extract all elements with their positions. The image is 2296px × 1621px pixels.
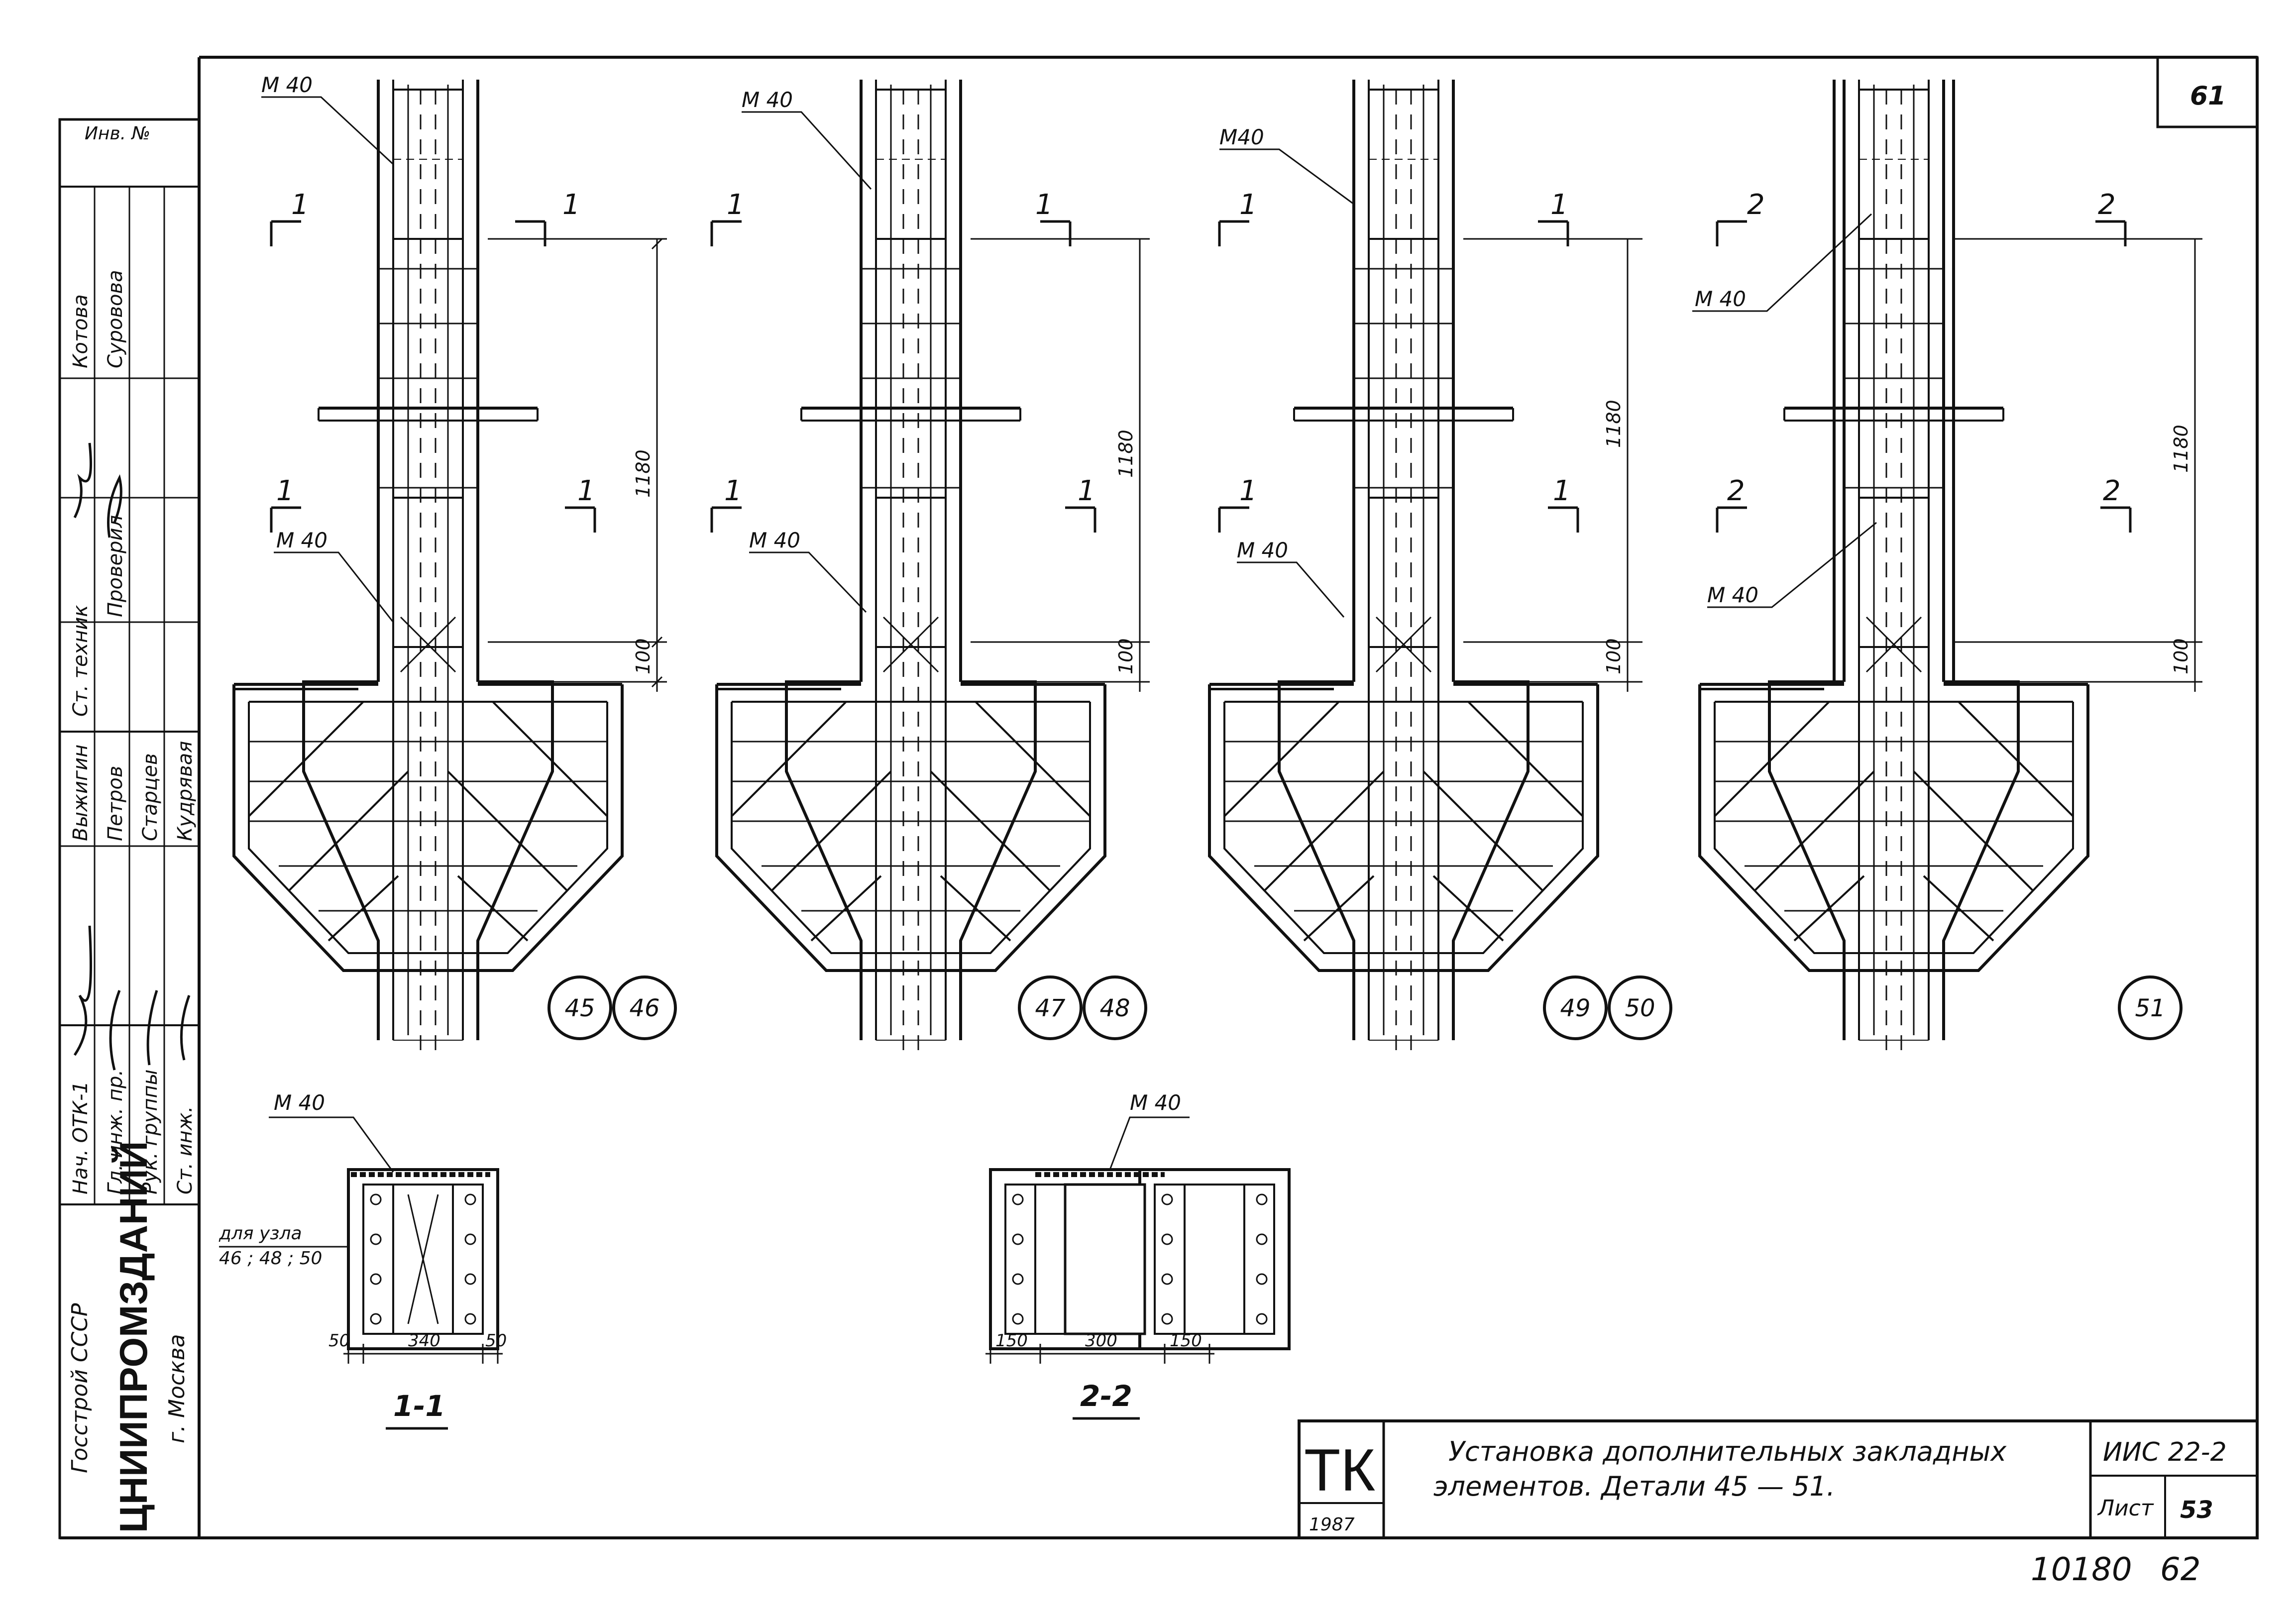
stamp-name-startsev: Старцев xyxy=(139,753,162,841)
drawing-title-line1: Установка дополнительных закладных xyxy=(1448,1436,2007,1467)
section-marker-labels: 1 1 1 1 1 1 1 1 1 1 1 1 2 2 2 2 xyxy=(276,189,2121,507)
embed-label: М 40 xyxy=(749,528,800,552)
detail-45-46 xyxy=(234,80,622,1050)
section-1-dim-50: 50 xyxy=(328,1331,350,1351)
detail-47: 47 xyxy=(1035,994,1066,1022)
sheet-number: 53 xyxy=(2180,1496,2213,1524)
stamp-name-petrov: Петров xyxy=(104,766,127,841)
dim-100: 100 xyxy=(632,638,654,674)
stamp-name-kudryavaya: Кудрявая xyxy=(174,741,197,841)
dim-1180: 1180 xyxy=(2170,425,2192,473)
section-1-1: М 40 для узла 46 ; 48 ; 50 50 340 50 1-1 xyxy=(219,1090,507,1430)
cut-1-label: 1 xyxy=(1239,189,1257,221)
embed-label: М40 xyxy=(1219,125,1264,149)
stamp-role-technician: Ст. техник xyxy=(69,605,92,717)
section-1-embed-label: М 40 xyxy=(274,1090,325,1115)
dimension-labels: 1180 100 1180 100 1180 100 1180 100 xyxy=(632,400,2192,674)
section-2-dim-150b: 150 xyxy=(1170,1331,1202,1351)
detail-circles xyxy=(547,975,2183,1040)
detail-51: 51 xyxy=(2135,994,2165,1022)
drawing-code: ИИС 22-2 xyxy=(2103,1437,2227,1467)
cut-1-label: 1 xyxy=(1035,189,1053,221)
year: 1987 xyxy=(1309,1514,1355,1535)
section-2-title: 2-2 xyxy=(1080,1379,1132,1413)
section-2-dim-150: 150 xyxy=(995,1331,1028,1351)
sheet-frame xyxy=(60,56,2259,1539)
dim-100: 100 xyxy=(1603,638,1625,674)
section-2-2: М 40 150 300 150 2-2 xyxy=(985,1090,1289,1420)
embed-leaders xyxy=(261,96,1877,623)
cut-1-label: 1 xyxy=(1078,475,1095,507)
detail-49: 49 xyxy=(1560,994,1590,1022)
section-2-dim-300: 300 xyxy=(1085,1331,1117,1351)
stamp-role-chief-engineer: Гл. инж. пр. xyxy=(104,1070,127,1194)
detail-45: 45 xyxy=(564,994,595,1022)
detail-47-48 xyxy=(717,80,1105,1050)
cut-1-label: 1 xyxy=(562,189,580,221)
detail-49-50 xyxy=(1209,80,1598,1050)
stamp-name-kotova: Котова xyxy=(69,294,92,368)
embed-label: М 40 xyxy=(276,528,328,552)
embed-label: М 40 xyxy=(1695,287,1746,311)
detail-50: 50 xyxy=(1625,994,1655,1022)
dim-1180: 1180 xyxy=(1115,430,1137,478)
dim-100: 100 xyxy=(2170,638,2192,674)
detail-51 xyxy=(1700,80,2088,1050)
org-city: г. Москва xyxy=(164,1334,190,1443)
dim-100: 100 xyxy=(1115,638,1137,674)
stamp-role-group-lead: Рук. группы xyxy=(139,1070,162,1194)
title-block xyxy=(1298,1419,2259,1539)
cut-1-label: 1 xyxy=(727,189,745,221)
archive-sheet: 62 xyxy=(2160,1551,2200,1588)
drawing-title-line2: элементов. Детали 45 — 51. xyxy=(1433,1471,1835,1502)
page-number: 61 xyxy=(2190,81,2226,111)
stamp-name-vyzhigin: Выжигин xyxy=(69,745,92,841)
page-number-box: 61 xyxy=(2156,56,2259,128)
dimensions xyxy=(488,238,2202,692)
dim-1180: 1180 xyxy=(632,449,654,498)
stamp-name-surovova: Суровова xyxy=(104,270,127,368)
cut-1-label: 1 xyxy=(276,475,294,507)
dim-1180: 1180 xyxy=(1603,400,1625,448)
archive-number: 10180 xyxy=(2031,1551,2132,1588)
side-stamp-text: Инв. № Нач. ОТК-1 Гл. инж. пр. Рук. груп… xyxy=(67,123,197,1533)
section-2-embed-label: М 40 xyxy=(1130,1090,1181,1115)
org-tsniipromzdaniy: ЦНИИПРОМЗДАНИЙ xyxy=(111,1141,155,1533)
cut-1-label: 1 xyxy=(1550,189,1568,221)
cut-2-label: 2 xyxy=(1727,475,1745,507)
cut-2-label: 2 xyxy=(2103,475,2121,507)
title-block-text: ТК 1987 Установка дополнительных закладн… xyxy=(1304,1436,2227,1535)
detail-circle-labels: 45 46 47 48 49 50 51 xyxy=(564,994,2165,1022)
org-gosstroy: Госстрой СССР xyxy=(67,1303,93,1473)
section-1-note-line2: 46 ; 48 ; 50 xyxy=(219,1248,322,1269)
tk-stamp: ТК xyxy=(1304,1437,1375,1504)
cut-1-label: 1 xyxy=(1553,475,1571,507)
cut-1-label: 1 xyxy=(1239,475,1257,507)
embed-label: М 40 xyxy=(1237,538,1288,562)
detail-48: 48 xyxy=(1099,994,1130,1022)
section-1-title: 1-1 xyxy=(393,1389,445,1423)
section-markers xyxy=(270,220,2132,533)
section-1-note-line1: для узла xyxy=(219,1223,302,1244)
inv-number-label: Инв. № xyxy=(85,123,150,144)
embed-label: М 40 xyxy=(1707,583,1758,607)
cut-2-label: 2 xyxy=(1747,189,1765,221)
cut-2-label: 2 xyxy=(2098,189,2116,221)
side-stamp xyxy=(58,118,201,1539)
cut-1-label: 1 xyxy=(577,475,595,507)
section-1-dim-50b: 50 xyxy=(485,1331,507,1351)
embed-labels: М 40 М 40 М 40 М 40 М40 М 40 М 40 М 40 xyxy=(261,73,1758,607)
sheet-label: Лист xyxy=(2097,1496,2154,1521)
signature-scribble xyxy=(73,442,191,1071)
section-1-dim-340: 340 xyxy=(408,1331,440,1351)
cut-1-label: 1 xyxy=(724,475,742,507)
stamp-role-senior-engineer: Ст. инж. xyxy=(174,1106,197,1194)
embed-label: М 40 xyxy=(261,73,313,97)
embed-label: М 40 xyxy=(742,88,793,112)
stamp-role-head: Нач. ОТК-1 xyxy=(69,1081,92,1194)
cut-1-label: 1 xyxy=(291,189,309,221)
detail-46: 46 xyxy=(629,994,659,1022)
